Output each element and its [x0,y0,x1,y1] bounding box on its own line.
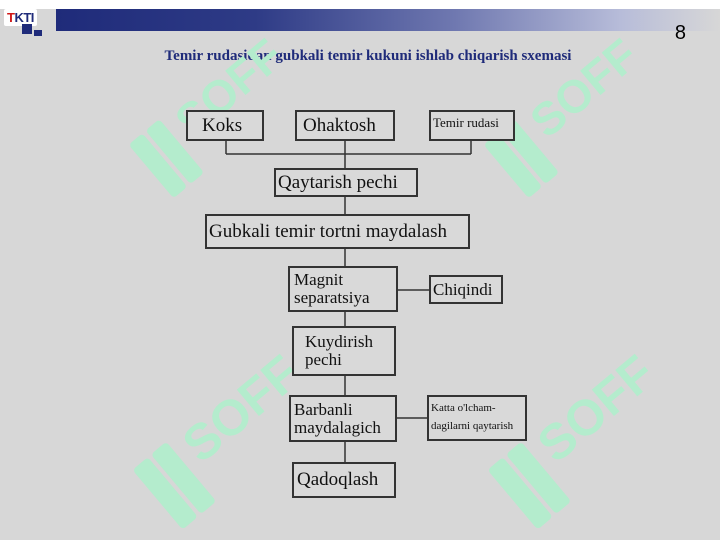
node-qadoqlash: Qadoqlash [292,462,396,498]
header-band [56,9,720,31]
node-kuydirish-pechi: Kuydirish pechi [292,326,396,376]
logo-text: TKTI [4,8,37,26]
page-number: 8 [674,22,686,44]
node-katta-line1: Katta o'lcham- [431,402,496,415]
node-qaytarish-pechi-label: Qaytarish pechi [278,171,398,193]
logo-mark-small [34,30,42,36]
node-barbanli-maydalagich: Barbanli maydalagich [289,395,397,442]
node-koks: Koks [186,110,264,141]
node-katta-olchamdagilarni-qaytarish: Katta o'lcham- dagilarni qaytarish [427,395,527,441]
node-ohaktosh: Ohaktosh [295,110,395,141]
node-gubkali: Gubkali temir tortni maydalash [205,214,470,249]
node-magnit-line2: separatsiya [294,288,370,307]
node-barbanli-line1: Barbanli [294,399,353,419]
node-barbanli-line2: maydalagich [294,417,381,437]
logo-mark [22,24,32,34]
tkti-logo: TKTI [4,2,54,32]
node-gubkali-label: Gubkali temir tortni maydalash [209,220,447,242]
node-kuydirish-line1: Kuydirish [305,332,373,352]
node-kuydirish-line2: pechi [305,350,342,369]
header-strip [0,0,720,9]
node-koks-label: Koks [202,114,243,136]
node-chiqindi: Chiqindi [429,275,503,304]
node-qaytarish-pechi: Qaytarish pechi [274,168,418,197]
node-chiqindi-label: Chiqindi [433,279,493,299]
node-magnit-separatsiya: Magnit separatsiya [288,266,398,312]
node-magnit-line1: Magnit [294,270,344,290]
node-ohaktosh-label: Ohaktosh [303,114,376,136]
node-qadoqlash-label: Qadoqlash [297,469,379,491]
node-temir-rudasi-label: Temir rudasi [433,115,499,130]
slide-title: Temir rudasidan gubkali temir kukuni ish… [164,48,572,64]
node-temir-rudasi: Temir rudasi [429,110,515,141]
node-katta-line2: dagilarni qaytarish [431,420,514,432]
